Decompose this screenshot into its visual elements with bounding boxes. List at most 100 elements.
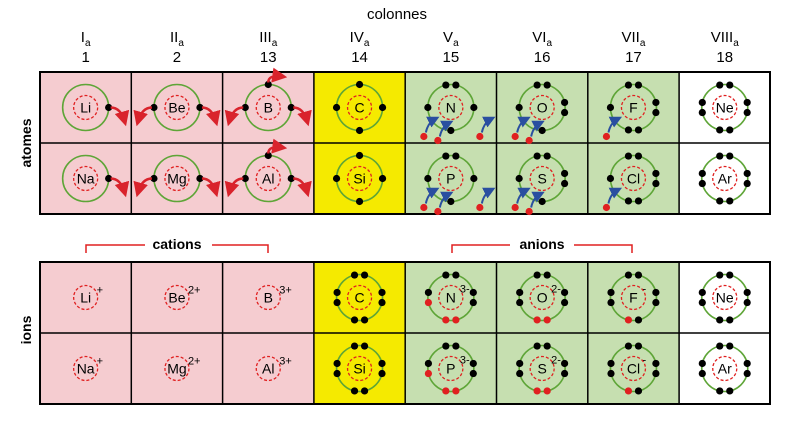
element-symbol: F (629, 100, 638, 116)
electron (716, 387, 724, 395)
electron-loss-arrow (267, 138, 288, 154)
incoming-electron (511, 132, 519, 141)
electron (624, 271, 633, 279)
electron-gain-arrow (438, 191, 454, 208)
row-label-atoms: atomes (18, 118, 34, 167)
column-header-5: Va (443, 29, 459, 49)
ion-li: Li+ (73, 285, 103, 311)
electron (560, 108, 569, 117)
electron (350, 316, 359, 324)
atom-ar: Ar (698, 152, 751, 205)
column-subscript: a (364, 38, 370, 49)
element-symbol: Al (262, 171, 274, 187)
electron (378, 103, 387, 112)
electron (105, 174, 113, 183)
electron (355, 80, 364, 89)
column-number-8: 18 (716, 49, 733, 66)
electron-gain-arrow (607, 116, 623, 133)
atom-core (164, 165, 190, 192)
electron (424, 359, 433, 368)
electron (716, 197, 724, 205)
electron (470, 174, 478, 183)
electron-loss-arrow (201, 106, 221, 127)
element-symbol: S (537, 171, 546, 187)
electron (333, 298, 341, 307)
atom-n: N (420, 81, 496, 145)
ion-symbol: Be (168, 290, 185, 306)
incoming-electron (420, 132, 428, 141)
electron (332, 174, 341, 183)
electron (287, 174, 295, 183)
cations-label: cations (152, 236, 201, 252)
atom-core (620, 284, 647, 311)
column-subscript: a (272, 38, 278, 49)
electron (560, 369, 569, 378)
row-labels: atomes ions (18, 118, 34, 344)
electron (470, 103, 478, 112)
ion-ar: Ar (698, 342, 751, 395)
electron-gain-arrow (424, 187, 440, 204)
electron (716, 342, 724, 350)
electron (469, 359, 477, 368)
electron (543, 81, 551, 89)
electron (447, 126, 455, 135)
ion-cl: Cl- (607, 342, 660, 395)
electron-gain-arrow (516, 187, 531, 204)
atom-be: Be (133, 83, 221, 132)
atom-core (346, 284, 373, 311)
electron (652, 288, 660, 297)
electron-loss-arrow (133, 177, 153, 198)
atom-c: C (332, 80, 387, 135)
column-header-1: Ia (81, 29, 91, 49)
electron (652, 98, 660, 107)
electron (241, 174, 249, 183)
incoming-electron (420, 203, 428, 212)
ion-bg-mg (131, 333, 223, 404)
electron (606, 174, 615, 183)
ion-symbol: Mg (167, 361, 186, 377)
electron (538, 197, 546, 206)
electron (726, 271, 734, 279)
cations-bracket-left (85, 244, 145, 253)
electron (241, 103, 249, 112)
column-roman: VIII (711, 29, 734, 46)
electron (515, 103, 523, 112)
element-symbol: Ne (716, 290, 734, 306)
gained-electron (424, 298, 433, 307)
gained-electron (452, 316, 460, 324)
electron-loss-arrow (293, 177, 312, 198)
anions-label: anions (519, 236, 564, 252)
ion-na: Na+ (73, 355, 103, 382)
electron (333, 369, 341, 378)
electron (560, 288, 569, 297)
electron (378, 298, 386, 307)
element-symbol: P (446, 171, 455, 187)
gained-electron (442, 316, 450, 324)
atom-core (438, 284, 464, 311)
electron (698, 359, 706, 368)
gained-electron (442, 387, 450, 395)
element-symbol: Si (353, 361, 365, 377)
atom-core (712, 165, 738, 192)
column-number-5: 15 (443, 49, 460, 66)
electron (452, 342, 460, 350)
electron-shell (609, 344, 658, 393)
electron (350, 387, 359, 395)
ion-charge: - (642, 355, 646, 367)
electron-gain-arrow (530, 191, 545, 208)
ion-charge: 2+ (188, 356, 201, 368)
electron (698, 298, 706, 307)
electron (634, 316, 643, 324)
atom-o: O (511, 81, 569, 145)
ion-charge: 2+ (188, 285, 201, 297)
electron-gain-arrow (480, 187, 496, 204)
column-number-1: 1 (81, 49, 89, 66)
electron (743, 288, 751, 297)
element-symbol: Ar (718, 361, 732, 377)
ion-core (73, 355, 99, 382)
electron (516, 298, 524, 307)
column-subscript: a (546, 38, 552, 49)
electron (516, 359, 524, 368)
